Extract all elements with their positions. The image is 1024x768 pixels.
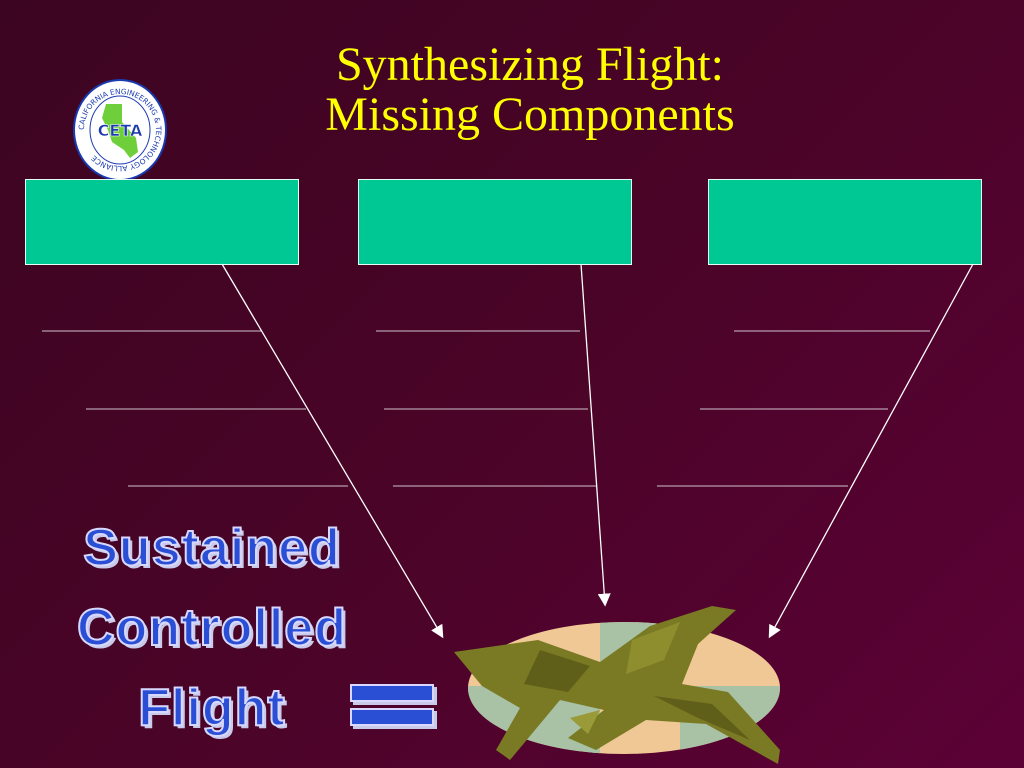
outcome-line-3: Flight [137,678,286,738]
ceta-logo: CALIFORNIA ENGINEERING & TECHNOLOGY ALLI… [73,79,167,181]
jet-plane-icon [454,606,780,764]
equals-bar-bottom [350,708,434,726]
component-box-1 [25,179,299,265]
jet-plane-image [454,606,780,764]
title-line-1: Synthesizing Flight: [335,38,725,91]
outcome-line-2: Controlled [76,598,347,658]
sustained-controlled-flight-text: Sustained Controlled Flight [62,508,362,748]
component-box-2 [358,179,632,265]
california-shape-icon [102,104,138,158]
equals-sign [350,682,434,730]
component-box-3 [708,179,982,265]
equals-bar-top [350,684,434,702]
slide-title: Synthesizing Flight: Missing Components [0,40,1024,140]
title-line-2: Missing Components [325,88,735,141]
logo-name: CETA [98,121,143,140]
outcome-line-1: Sustained [82,518,341,578]
arrow-3 [768,263,974,639]
arrow-2 [580,263,611,607]
